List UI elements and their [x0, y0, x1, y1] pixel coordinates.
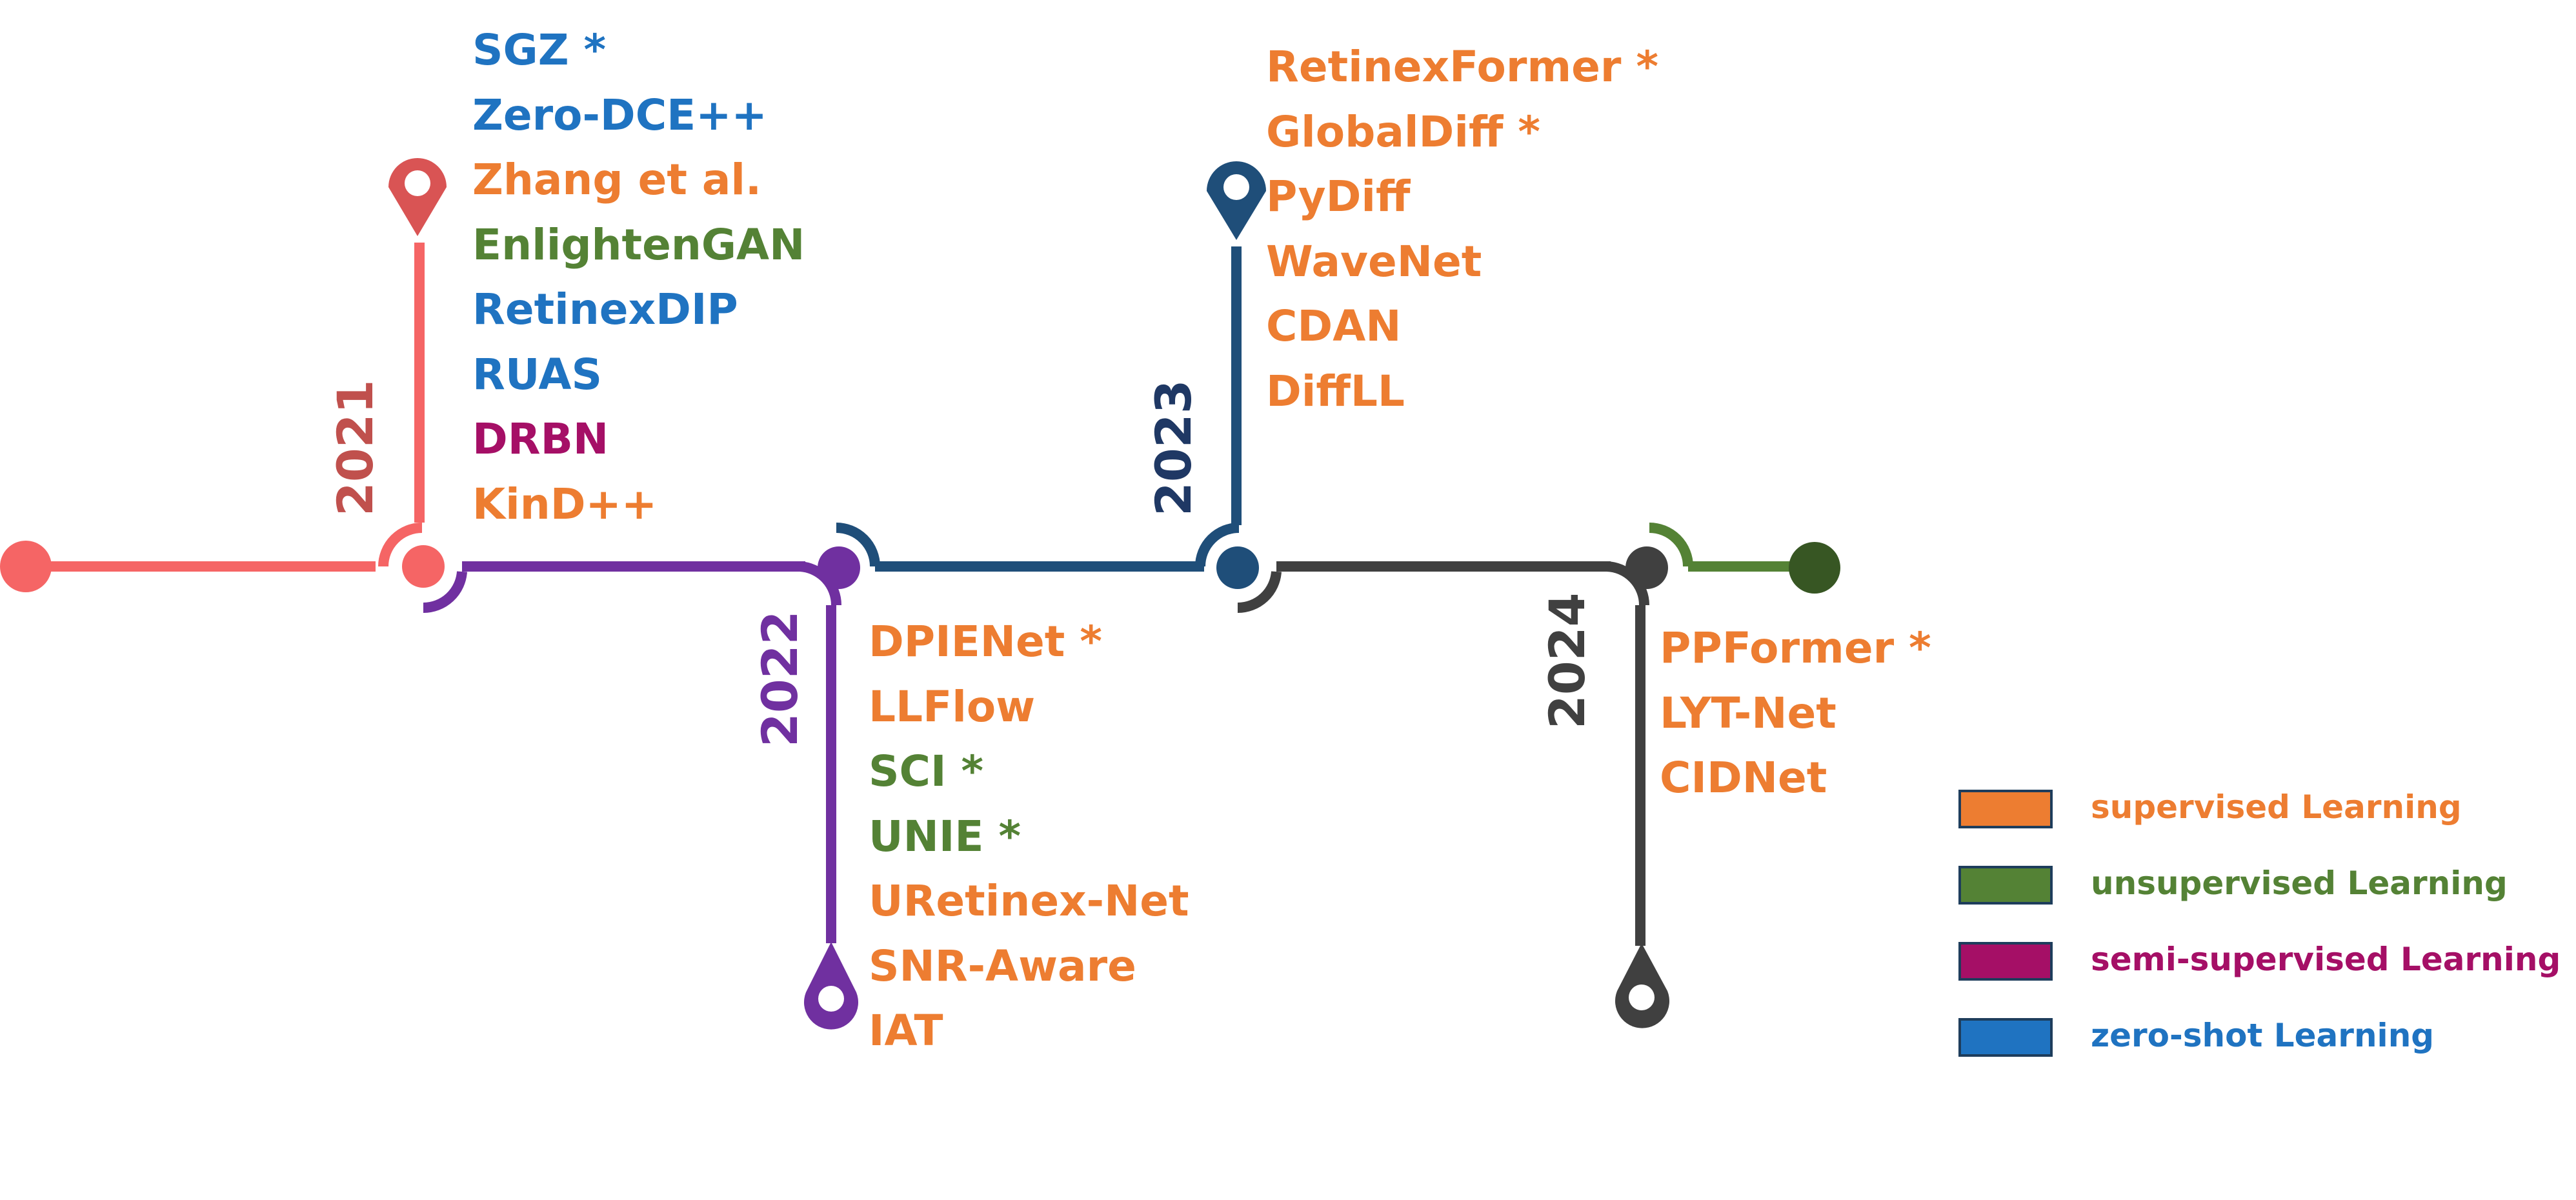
method-name: EnlightenGAN: [472, 219, 805, 270]
node-dot-2021: [402, 545, 445, 588]
pin-marker-2022: [804, 942, 859, 1030]
method-name: URetinex-Net: [869, 876, 1189, 926]
method-name: RetinexFormer *: [1266, 42, 1658, 92]
method-name: DRBN: [472, 414, 609, 464]
timeline-segment-end: [1649, 523, 1811, 572]
year-label-2022: 2022: [751, 610, 809, 747]
method-name: SGZ *: [472, 25, 607, 75]
method-name: Zero-DCE++: [472, 90, 767, 140]
pin-marker-2024: [1615, 943, 1669, 1028]
method-name: PyDiff: [1266, 172, 1411, 221]
method-name: KinD++: [472, 479, 658, 529]
method-name: CDAN: [1266, 301, 1402, 351]
node-dot-2023: [1216, 546, 1259, 589]
method-name: WaveNet: [1266, 236, 1482, 286]
timeline-arc-2023-right: [1195, 523, 1240, 567]
legend-label-unsupervised: unsupervised Learning: [2091, 865, 2508, 902]
timeline-arc-2024-left: [1237, 571, 1282, 614]
legend-swatch-zero-shot: [1958, 1018, 2053, 1057]
year-label-2023: 2023: [1145, 379, 1202, 516]
method-name: LLFlow: [869, 681, 1036, 732]
year-label-2024: 2024: [1538, 592, 1596, 729]
timeline-start-dot: [0, 541, 52, 592]
methods-list-2021: SGZ * Zero-DCE++ Zhang et al. EnlightenGAN R…: [472, 18, 805, 537]
node-dot-2022: [818, 546, 860, 589]
legend-swatch-semi-supervised: [1958, 942, 2053, 981]
timeline-end-dot: [1789, 542, 1840, 594]
pin-marker-2023: [1207, 161, 1266, 240]
timeline-arc-2023-left: [836, 523, 880, 567]
method-name: CIDNet: [1660, 753, 1827, 803]
timeline-segment-2021: [26, 243, 425, 572]
timeline-segment-2024: [1237, 561, 1649, 946]
method-name: RetinexDIP: [472, 285, 738, 334]
legend-label-zero-shot: zero-shot Learning: [2091, 1017, 2435, 1054]
timeline-arc-end: [1649, 523, 1693, 567]
method-name: PPFormer *: [1660, 623, 1931, 673]
legend-swatch-unsupervised: [1958, 866, 2053, 905]
method-name: DPIENet *: [869, 617, 1102, 666]
method-name: UNIE *: [869, 811, 1021, 861]
timeline-segment-2023: [836, 246, 1242, 572]
method-name: Zhang et al.: [472, 155, 762, 205]
method-name: RUAS: [472, 349, 602, 399]
pin-marker-2021: [388, 158, 447, 236]
legend-label-supervised: supervised Learning: [2091, 788, 2462, 826]
timeline-arc-2021: [378, 523, 423, 567]
method-name: DiffLL: [1266, 366, 1405, 416]
legend-swatch-supervised: [1958, 790, 2053, 828]
method-name: LYT-Net: [1660, 688, 1836, 738]
method-name: SNR-Aware: [869, 941, 1136, 991]
timeline-arc-2022-left: [423, 571, 467, 614]
method-name: GlobalDiff *: [1266, 106, 1540, 157]
method-name: SCI *: [869, 746, 984, 796]
year-label-2021: 2021: [327, 379, 384, 516]
legend-label-semi-supervised: semi-supervised Learning: [2091, 941, 2561, 978]
node-dot-2024: [1625, 546, 1668, 589]
method-name: IAT: [869, 1006, 943, 1055]
timeline-segment-2022: [423, 561, 842, 943]
